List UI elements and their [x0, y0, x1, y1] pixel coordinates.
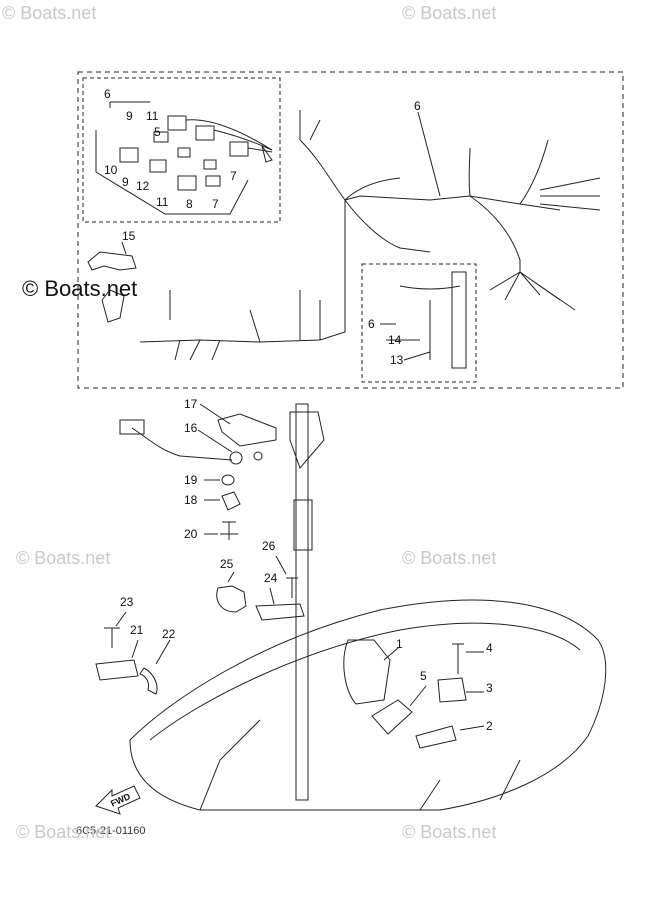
- callout-19: 19: [184, 473, 198, 487]
- main-harness: [139, 195, 561, 343]
- callout-6-relay: 6: [104, 87, 111, 101]
- callout-6-sub: 6: [368, 317, 375, 331]
- steering-shaft: [295, 403, 309, 801]
- callout-13: 13: [390, 353, 404, 367]
- bottom-cowling: [129, 599, 607, 811]
- pad-5: [371, 699, 413, 735]
- callout-12: 12: [136, 179, 150, 193]
- callout-23: 23: [120, 595, 134, 609]
- callout-11: 11: [146, 109, 159, 123]
- bracket-17: [217, 413, 277, 447]
- callout-16: 16: [184, 421, 198, 435]
- callout-6-harness: 6: [414, 99, 421, 113]
- holder-3: [437, 677, 467, 703]
- sensor-wire-16: [131, 427, 233, 461]
- bracket-21: [95, 659, 139, 681]
- callout-7a: 7: [230, 169, 237, 183]
- callout-15: 15: [122, 229, 136, 243]
- clamp-22: [139, 667, 158, 695]
- callout-1: 1: [396, 637, 403, 651]
- callout-8: 8: [186, 197, 193, 211]
- clamp-25: [216, 585, 247, 613]
- callout-18: 18: [184, 493, 198, 507]
- watermark-top-right: © Boats.net: [402, 3, 497, 23]
- harness-group-box: [77, 71, 624, 389]
- watermark-bottom-left: © Boats.net: [16, 822, 111, 842]
- screw-20: [220, 521, 238, 540]
- callout-4: 4: [486, 641, 493, 655]
- plate-18: [221, 491, 241, 511]
- sub-harness-box: [361, 263, 477, 383]
- callout-21: 21: [130, 623, 144, 637]
- relay-bracket: [95, 101, 249, 215]
- relay-group-box: [82, 77, 281, 223]
- collar-19: [221, 474, 235, 486]
- plate-2: [415, 725, 457, 749]
- callout-9: 9: [126, 109, 133, 123]
- callout-10: 10: [104, 163, 118, 177]
- callout-25: 25: [220, 557, 234, 571]
- callout-11b: 11: [156, 195, 169, 209]
- bolt-4: [452, 643, 464, 674]
- watermark-bottom-right: © Boats.net: [402, 822, 497, 842]
- callout-17: 17: [184, 397, 198, 411]
- relay-set: [119, 115, 273, 191]
- callout-5: 5: [420, 669, 427, 683]
- callout-24: 24: [264, 571, 278, 585]
- watermark-overlay: © Boats.net: [22, 276, 138, 301]
- callout-9b: 9: [122, 175, 129, 189]
- callout-22: 22: [162, 627, 176, 641]
- callout-2: 2: [486, 719, 493, 733]
- callout-20: 20: [184, 527, 198, 541]
- watermark-top-left: © Boats.net: [2, 3, 97, 23]
- callout-7b: 7: [212, 197, 219, 211]
- bolt-23: [104, 627, 120, 648]
- callout-26: 26: [262, 539, 276, 553]
- bolt-26: [286, 577, 298, 598]
- clamp-15: [87, 251, 137, 271]
- fwd-arrow-icon: [95, 785, 141, 815]
- callout-3: 3: [486, 681, 493, 695]
- part-code: 6C5-21-01160: [76, 825, 146, 837]
- grommet-1: [343, 639, 391, 705]
- fwd-label: FWD: [109, 791, 132, 809]
- callout-5-relay: 5: [154, 125, 161, 139]
- plate-24: [255, 603, 305, 621]
- watermark-mid-left: © Boats.net: [16, 548, 111, 568]
- watermark-mid-right: © Boats.net: [402, 548, 497, 568]
- callout-14: 14: [388, 333, 402, 347]
